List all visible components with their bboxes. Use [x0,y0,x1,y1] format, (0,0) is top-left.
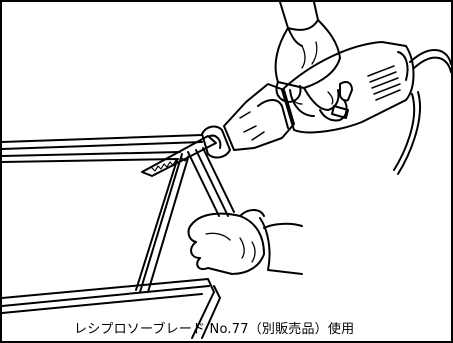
power-cord [393,49,451,175]
pipe-frame [2,134,235,339]
reciprocating-saw-cutting-pipe-frame-icon [2,2,451,339]
lower-hand [187,209,303,275]
upper-hand [274,2,348,122]
saw-blade [141,135,217,177]
caption: レシプロソーブレード No.77（別販売品）使用 [74,322,355,337]
reciprocating-saw [201,41,415,159]
